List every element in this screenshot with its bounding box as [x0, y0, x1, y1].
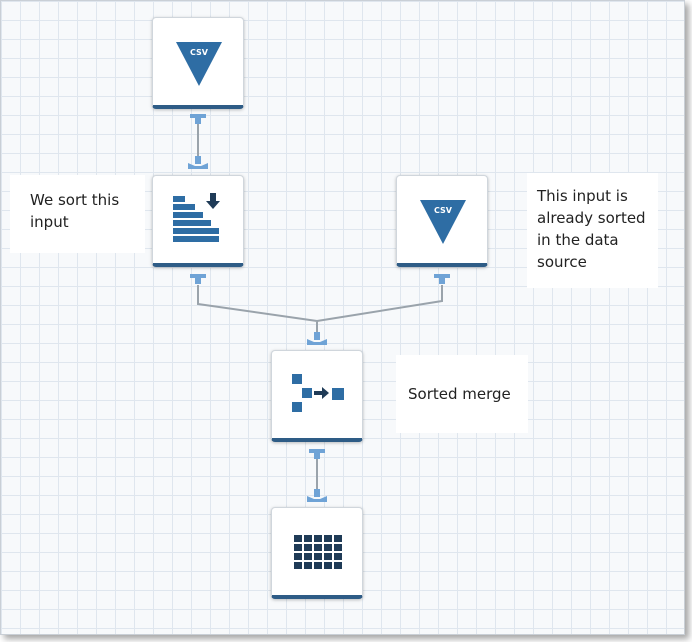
- merge-annotation: Sorted merge: [396, 355, 528, 433]
- output-port-csv1[interactable]: [190, 114, 206, 124]
- connections-layer: [188, 114, 450, 502]
- csv-source-node-1[interactable]: CSV: [152, 17, 244, 109]
- table-grid-icon: [294, 535, 342, 569]
- arrow-down-icon: [210, 193, 216, 201]
- wire-sort-to-merge: [197, 285, 318, 335]
- csv-source-icon: CSV: [420, 200, 466, 244]
- input-port-output[interactable]: [307, 489, 327, 502]
- output-port-merge[interactable]: [309, 449, 325, 459]
- sorted-source-annotation-text: This input is already sorted in the data…: [537, 187, 646, 271]
- output-table-node[interactable]: [271, 507, 363, 599]
- arrow-right-icon: [314, 391, 322, 395]
- sort-icon: [173, 193, 220, 242]
- merge-icon: [292, 374, 344, 412]
- csv-badge-text: CSV: [190, 48, 209, 57]
- sort-node[interactable]: [152, 175, 244, 267]
- wire-csv2-to-merge: [316, 285, 443, 322]
- csv-source-icon: CSV: [176, 42, 222, 86]
- csv-source-node-2[interactable]: CSV: [396, 175, 488, 267]
- sort-annotation: We sort this input: [10, 175, 145, 253]
- sorted-merge-node[interactable]: [271, 350, 363, 442]
- csv-badge-text: CSV: [434, 206, 453, 215]
- sorted-source-annotation: This input is already sorted in the data…: [527, 173, 658, 288]
- output-port-csv2[interactable]: [434, 274, 450, 284]
- merge-annotation-text: Sorted merge: [408, 385, 511, 403]
- sort-annotation-text: We sort this input: [30, 191, 120, 231]
- workflow-canvas[interactable]: CSV CSV: [0, 0, 685, 635]
- input-port-sort[interactable]: [188, 156, 208, 169]
- output-port-sort[interactable]: [190, 274, 206, 284]
- input-port-merge[interactable]: [307, 332, 327, 345]
